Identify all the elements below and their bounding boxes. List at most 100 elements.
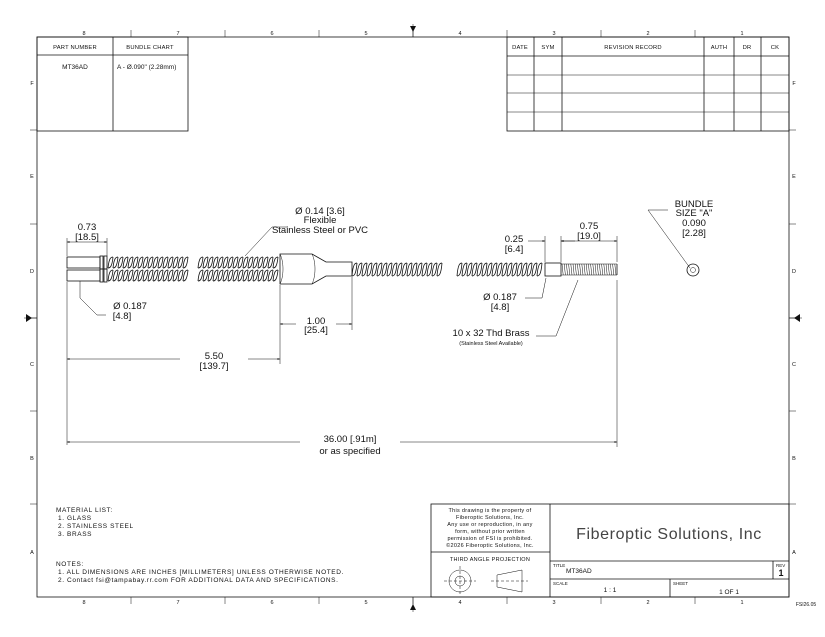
- zone-right-a: A: [792, 550, 796, 556]
- note-1: 1. ALL DIMENSIONS ARE INCHES [MILLIMETER…: [58, 569, 344, 576]
- tip-upper: [66, 256, 101, 269]
- fiber-assembly: [66, 253, 618, 285]
- flex-leg-upper: [107, 256, 279, 269]
- dimension-lines: [66, 209, 700, 447]
- dim-collar-len-mm: [6.4]: [505, 244, 524, 255]
- thread-note: (Stainless Steel Available): [459, 341, 523, 347]
- property-line-1: This drawing is the property of: [449, 508, 532, 514]
- part-number-header: PART NUMBER: [53, 45, 97, 51]
- property-line-4: form, without prior written: [455, 529, 525, 535]
- zone-top-4: 4: [458, 31, 461, 37]
- end-collar: [544, 262, 562, 277]
- zone-bottom-6: 6: [270, 600, 273, 606]
- dim-total-len-note: or as specified: [319, 446, 380, 457]
- zone-top-3: 3: [552, 31, 555, 37]
- zone-left-e: E: [30, 174, 34, 180]
- note-2: 2. Contact fsi@tampabay.rr.com FOR ADDIT…: [58, 577, 339, 584]
- scale-label: SCALE: [553, 581, 568, 586]
- sheet-value: 1 OF 1: [719, 589, 739, 596]
- zone-bottom-4: 4: [458, 600, 461, 606]
- flex-leg-common: [351, 262, 543, 277]
- rev-header-ck: CK: [771, 45, 779, 51]
- zone-right-d: D: [792, 269, 796, 275]
- dim-end-dia: Ø 0.187: [483, 292, 517, 303]
- zone-top-2: 2: [646, 31, 649, 37]
- zone-right-e: E: [792, 174, 796, 180]
- zone-top-5: 5: [364, 31, 367, 37]
- bundle-size: 0.090: [682, 218, 706, 229]
- zone-top-6: 6: [270, 31, 273, 37]
- flex-leg-lower: [107, 269, 279, 282]
- zone-left-b: B: [30, 456, 34, 462]
- bundle-size-mm: [2.28]: [682, 228, 706, 239]
- property-line-3: Any use or reproduction, in any: [447, 522, 532, 528]
- material-title: MATERIAL LIST:: [56, 507, 113, 514]
- dim-junction-len: 1.00: [307, 316, 326, 327]
- tip-lower: [66, 269, 101, 282]
- dim-junction-len-mm: [25.4]: [304, 325, 328, 336]
- zone-bottom-7: 7: [176, 600, 179, 606]
- rev-value: 1: [778, 568, 783, 578]
- dim-leg-len: 5.50: [205, 351, 224, 362]
- part-table: PART NUMBER BUNDLE CHART MT36AD A - Ø.09…: [36, 36, 189, 132]
- title-value: MT36AD: [566, 568, 592, 575]
- material-item-3: 3. BRASS: [58, 531, 92, 538]
- junction-housing: [279, 253, 353, 285]
- dim-leg-len-mm: [139.7]: [199, 361, 228, 372]
- zone-right-c: C: [792, 362, 796, 368]
- dim-flex-dia: Ø 0.14 [3.6]: [295, 206, 345, 217]
- zone-left-c: C: [30, 362, 34, 368]
- form-code: FSI26.05: [796, 602, 817, 608]
- rev-header-record: REVISION RECORD: [604, 45, 661, 51]
- zone-labels-left: F E D C B A: [30, 81, 34, 556]
- revision-table: DATE SYM REVISION RECORD AUTH DR CK: [506, 36, 790, 132]
- zone-left-a: A: [30, 550, 34, 556]
- dim-collar-len: 0.25: [505, 234, 524, 245]
- zone-bottom-1: 1: [740, 600, 743, 606]
- centering-marks: [24, 24, 802, 612]
- dim-thread-len: 0.75: [580, 221, 599, 232]
- zone-labels-bottom: 8 7 6 5 4 3 2 1: [82, 600, 743, 606]
- projection-label: THIRD ANGLE PROJECTION: [450, 557, 530, 563]
- flex-material-line1: Flexible: [304, 215, 337, 226]
- rev-header-auth: AUTH: [711, 45, 728, 51]
- zone-bottom-2: 2: [646, 600, 649, 606]
- flex-material-line2: Stainless Steel or PVC: [272, 225, 368, 236]
- zone-top-8: 8: [82, 31, 85, 37]
- dimension-text: 0.73 [18.5] Ø 0.14 [3.6] Flexible Stainl…: [75, 199, 713, 457]
- zone-top-1: 1: [740, 31, 743, 37]
- title-block: This drawing is the property of Fiberopt…: [430, 503, 817, 608]
- company-name: Fiberoptic Solutions, Inc: [576, 526, 762, 543]
- material-item-1: 1. GLASS: [58, 515, 92, 522]
- zone-bottom-5: 5: [364, 600, 367, 606]
- zone-labels-right: F E D C B A: [792, 81, 796, 556]
- rev-header-sym: SYM: [541, 45, 554, 51]
- rev-header-dr: DR: [743, 45, 752, 51]
- bundle-circle: [686, 263, 700, 277]
- rev-label: REV: [776, 563, 785, 568]
- bundle-label-1: BUNDLE: [675, 199, 714, 210]
- threaded-end: [561, 263, 618, 276]
- drawing-border: [36, 36, 790, 598]
- bundle-chart-header: BUNDLE CHART: [126, 45, 174, 51]
- material-list: MATERIAL LIST: 1. GLASS 2. STAINLESS STE…: [56, 507, 134, 538]
- notes-title: NOTES:: [56, 561, 84, 568]
- dim-thread-len-mm: [19.0]: [577, 231, 601, 242]
- dim-tip-length-mm: [18.5]: [75, 232, 99, 243]
- zone-left-f: F: [30, 81, 34, 87]
- material-item-2: 2. STAINLESS STEEL: [58, 523, 134, 530]
- zone-right-b: B: [792, 456, 796, 462]
- zone-labels-top: 8 7 6 5 4 3 2 1: [82, 31, 743, 37]
- bundle-chart-value: A - Ø.090" (2.28mm): [117, 64, 176, 71]
- property-line-6: ©2026 Fiberoptic Solutions, Inc.: [446, 542, 534, 549]
- zone-bottom-8: 8: [82, 600, 85, 606]
- bundle-label-2: SIZE "A": [676, 208, 713, 219]
- title-label: TITLE: [553, 563, 565, 568]
- zone-ticks: [30, 30, 796, 604]
- dim-ferrule-dia-mm: [4.8]: [113, 311, 132, 322]
- dim-tip-length: 0.73: [78, 222, 97, 233]
- zone-bottom-3: 3: [552, 600, 555, 606]
- property-line-5: permission of FSI is prohibited.: [447, 536, 532, 542]
- notes: NOTES: 1. ALL DIMENSIONS ARE INCHES [MIL…: [56, 561, 344, 584]
